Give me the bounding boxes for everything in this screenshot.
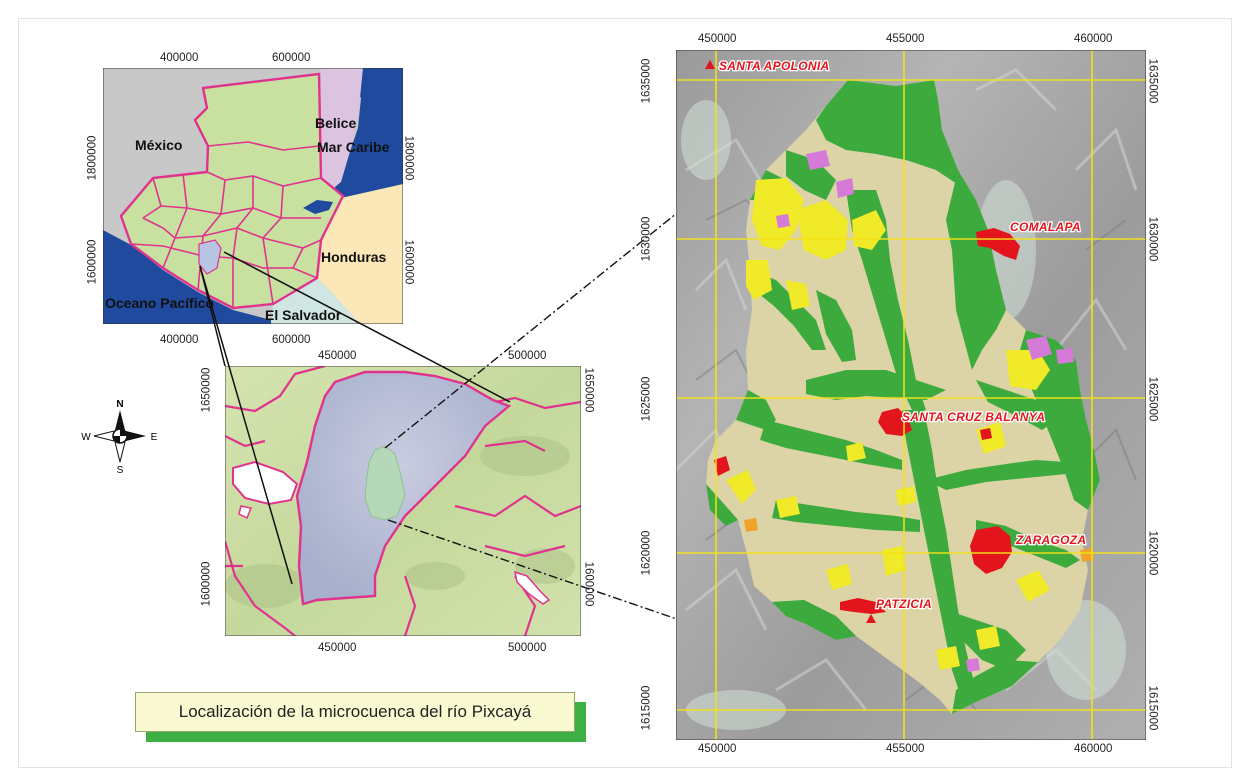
main-x-tick-bottom-3: 460000 bbox=[1074, 743, 1113, 755]
label-honduras: Honduras bbox=[321, 249, 387, 265]
main-y-tick-right-1: 1635000 bbox=[1146, 58, 1159, 104]
label-zaragoza: ZARAGOZA bbox=[1015, 533, 1086, 547]
label-comalapa: COMALAPA bbox=[1010, 220, 1081, 234]
main-y-tick-right-3: 1625000 bbox=[1146, 376, 1159, 422]
inset-x-tick-top-1: 450000 bbox=[318, 350, 357, 362]
label-mexico: México bbox=[135, 137, 182, 153]
inset-x-tick-top-2: 500000 bbox=[508, 350, 547, 362]
country-x-tick-top-1: 400000 bbox=[160, 52, 199, 64]
main-y-tick-left-4: 1620000 bbox=[640, 530, 653, 576]
inset-map bbox=[225, 366, 581, 636]
main-y-tick-left-2: 1630000 bbox=[640, 216, 653, 262]
main-y-tick-left-5: 1615000 bbox=[640, 685, 653, 731]
label-oceano: Oceano Pacífico bbox=[105, 295, 214, 311]
compass-rose-icon: N S W E bbox=[81, 399, 158, 476]
label-mar-caribe: Mar Caribe bbox=[317, 139, 390, 155]
main-y-tick-right-4: 1620000 bbox=[1146, 530, 1159, 576]
main-y-tick-left-1: 1635000 bbox=[640, 58, 653, 104]
caption-box: Localización de la microcuenca del río P… bbox=[135, 692, 575, 732]
label-santa-apolonia: SANTA APOLONIA bbox=[719, 59, 829, 73]
main-x-tick-top-1: 450000 bbox=[698, 33, 737, 45]
compass-e: E bbox=[151, 432, 158, 443]
country-x-tick-bottom-2: 600000 bbox=[272, 334, 311, 346]
country-map: México Belice Mar Caribe Honduras Oceano… bbox=[103, 68, 403, 324]
main-y-tick-right-2: 1630000 bbox=[1146, 216, 1159, 262]
main-x-tick-bottom-1: 450000 bbox=[698, 743, 737, 755]
label-santa-cruz-balanya: SANTA CRUZ BALANYA bbox=[902, 410, 1045, 424]
compass-n: N bbox=[116, 399, 123, 410]
santa-apolonia-marker-icon bbox=[705, 60, 715, 69]
inset-x-tick-bottom-1: 450000 bbox=[318, 642, 357, 654]
main-y-tick-right-5: 1615000 bbox=[1146, 685, 1159, 731]
inset-x-tick-bottom-2: 500000 bbox=[508, 642, 547, 654]
label-patzicia: PATZICIA bbox=[876, 597, 932, 611]
country-x-tick-bottom-1: 400000 bbox=[160, 334, 199, 346]
main-x-tick-top-3: 460000 bbox=[1074, 33, 1113, 45]
caption-text: Localización de la microcuenca del río P… bbox=[178, 702, 532, 721]
label-belice: Belice bbox=[315, 115, 356, 131]
main-x-tick-bottom-2: 455000 bbox=[886, 743, 925, 755]
main-y-tick-left-3: 1625000 bbox=[640, 376, 653, 422]
compass-s: S bbox=[117, 465, 124, 476]
patzicia-marker-icon bbox=[866, 614, 876, 623]
label-el-salvador: El Salvador bbox=[265, 307, 342, 323]
compass-w: W bbox=[81, 432, 91, 443]
main-landuse-map: SANTA APOLONIA COMALAPA SANTA CRUZ BALAN… bbox=[676, 50, 1146, 740]
main-x-tick-top-2: 455000 bbox=[886, 33, 925, 45]
country-x-tick-top-2: 600000 bbox=[272, 52, 311, 64]
